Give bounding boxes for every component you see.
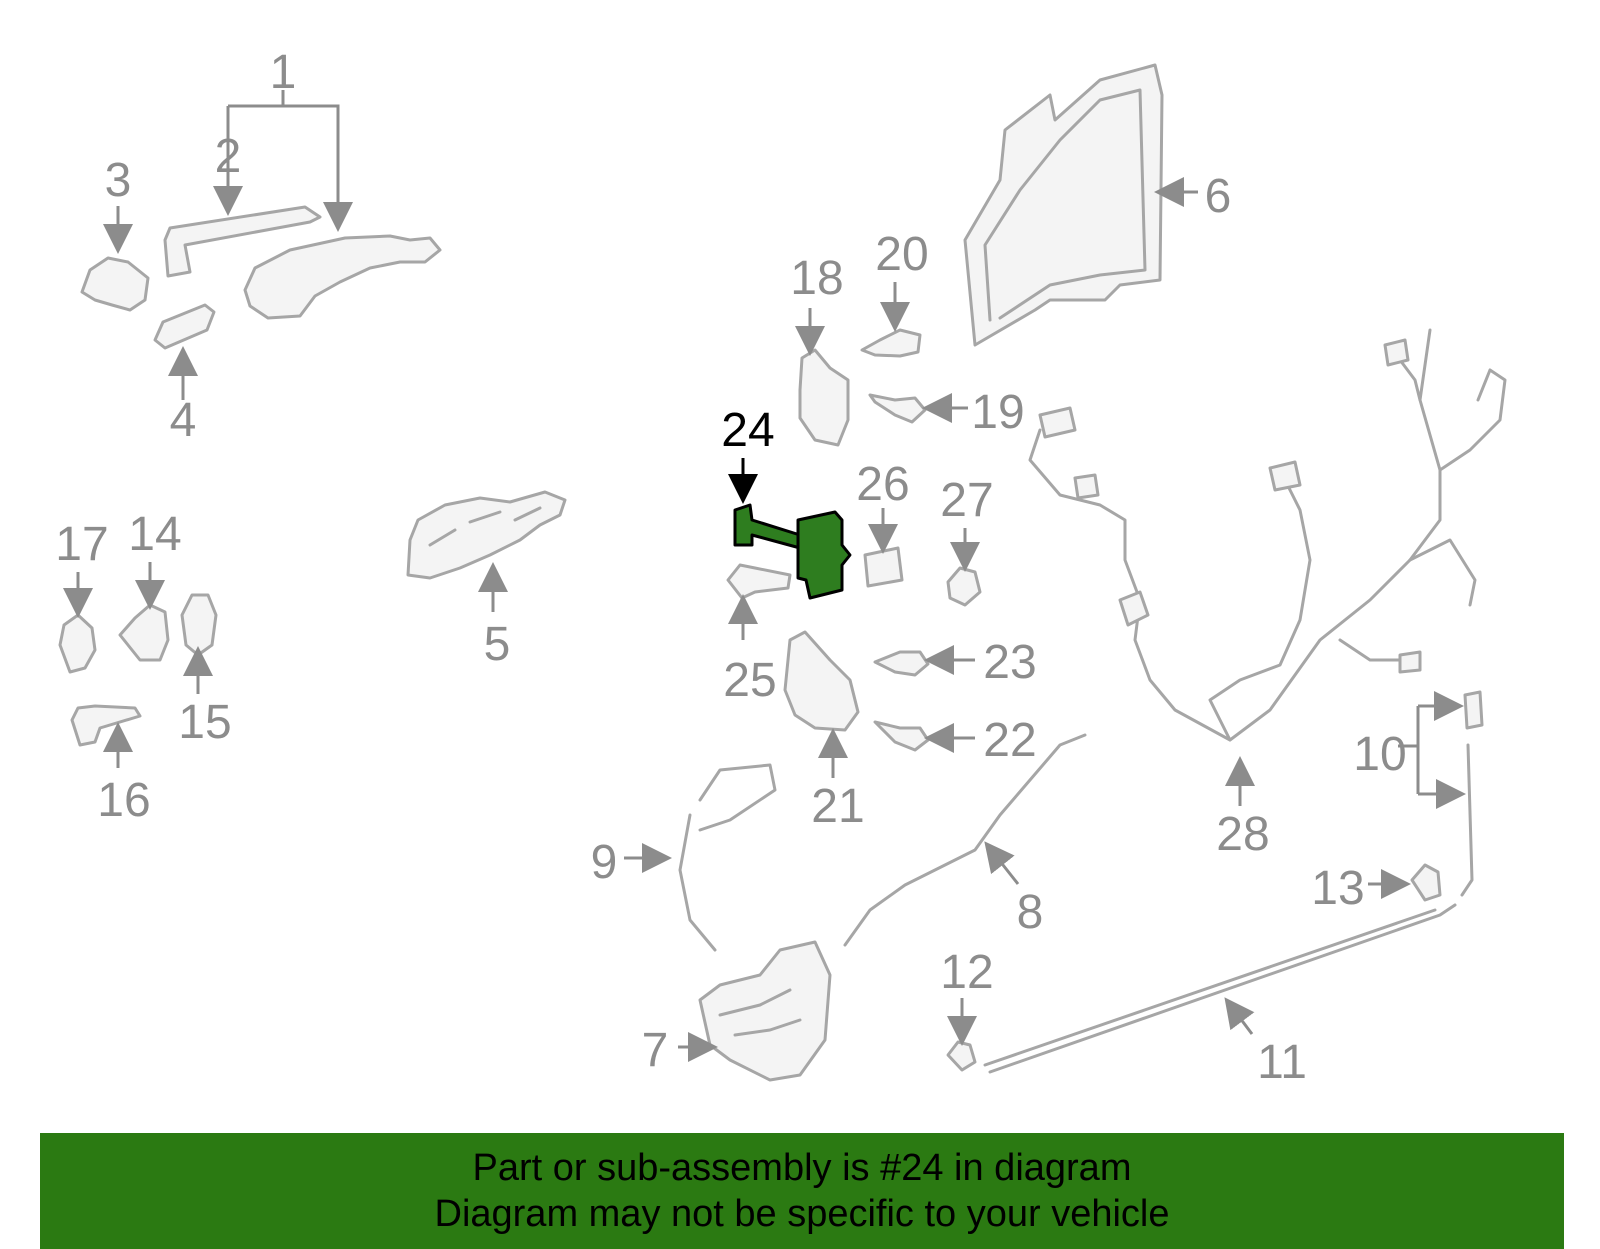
callout-21: 21 bbox=[811, 780, 864, 833]
rod-11 bbox=[988, 903, 1457, 1074]
latch-group bbox=[406, 490, 567, 612]
plate-14 bbox=[118, 603, 170, 662]
window-seal-group bbox=[963, 63, 1198, 347]
callout-15: 15 bbox=[178, 696, 231, 749]
cable-8 bbox=[843, 733, 1087, 947]
handle-part-2 bbox=[163, 205, 322, 278]
callout-11: 11 bbox=[1257, 1036, 1307, 1089]
callout-27: 27 bbox=[940, 474, 993, 527]
bolt-20 bbox=[860, 328, 922, 358]
hinge-lower-21 bbox=[783, 630, 860, 732]
callout-22: 22 bbox=[983, 714, 1036, 767]
hinge-upper-18 bbox=[798, 348, 850, 447]
callout-1: 1 bbox=[270, 46, 297, 99]
window-seal-6 bbox=[963, 63, 1164, 347]
clip-13 bbox=[1410, 863, 1442, 902]
callout-13: 13 bbox=[1311, 862, 1364, 915]
callout-25: 25 bbox=[723, 654, 776, 707]
parts-diagram: 1 2 3 4 5 6 7 8 9 10 11 12 13 14 15 16 1… bbox=[55, 46, 1507, 1089]
handle-pad-4 bbox=[153, 303, 216, 350]
callout-12: 12 bbox=[940, 946, 993, 999]
callout-20: 20 bbox=[875, 228, 928, 281]
banner-line-2: Diagram may not be specific to your vehi… bbox=[434, 1193, 1170, 1235]
callout-7: 7 bbox=[642, 1024, 669, 1077]
callout-5: 5 bbox=[484, 618, 511, 671]
callout-4: 4 bbox=[170, 394, 197, 447]
striker-17 bbox=[58, 613, 97, 674]
callout-9: 9 bbox=[591, 836, 618, 889]
handle-cap-3 bbox=[80, 256, 150, 312]
bolt-22 bbox=[873, 720, 930, 752]
door-check-24 bbox=[728, 458, 852, 600]
nut-12 bbox=[946, 1040, 977, 1072]
callout-19: 19 bbox=[971, 386, 1024, 439]
banner-line-1: Part or sub-assembly is #24 in diagram bbox=[472, 1147, 1132, 1189]
callout-26: 26 bbox=[856, 458, 909, 511]
outer-handle-group bbox=[80, 90, 442, 400]
callout-8: 8 bbox=[1017, 886, 1044, 939]
callout-14: 14 bbox=[128, 508, 181, 561]
callout-2: 2 bbox=[215, 130, 242, 183]
latch-5 bbox=[406, 490, 567, 580]
hinge-group bbox=[726, 282, 982, 778]
callout-24: 24 bbox=[721, 404, 774, 457]
door-check-housing bbox=[796, 510, 852, 600]
handle-part-1 bbox=[243, 234, 442, 320]
callout-6: 6 bbox=[1205, 170, 1232, 223]
callout-labels: 1 2 3 4 5 6 7 8 9 10 11 12 13 14 15 16 1… bbox=[55, 46, 1406, 1089]
wiring-harness-group bbox=[1028, 328, 1507, 806]
callout-16: 16 bbox=[97, 774, 150, 827]
bolt-19 bbox=[868, 393, 927, 424]
callout-17: 17 bbox=[55, 518, 108, 571]
tube-10-lower bbox=[1460, 743, 1474, 897]
lock-7 bbox=[698, 940, 832, 1082]
striker-group bbox=[58, 562, 218, 768]
callout-10: 10 bbox=[1353, 728, 1406, 781]
info-banner: Part or sub-assembly is #24 in diagram D… bbox=[40, 1133, 1564, 1249]
door-check-arm bbox=[733, 503, 802, 550]
harness-28 bbox=[1028, 328, 1442, 742]
callout-28: 28 bbox=[1216, 808, 1269, 861]
callout-3: 3 bbox=[105, 154, 132, 207]
gasket-15 bbox=[180, 593, 218, 657]
callout-23: 23 bbox=[983, 636, 1036, 689]
bolt-23 bbox=[873, 650, 930, 677]
bolt-16 bbox=[70, 704, 142, 747]
nut-27 bbox=[946, 566, 982, 607]
nut-26 bbox=[863, 546, 904, 588]
cable-9 bbox=[678, 763, 777, 952]
bolt-25 bbox=[726, 563, 792, 600]
tube-group bbox=[1368, 690, 1484, 902]
tube-10-upper bbox=[1463, 690, 1484, 730]
lower-door-group bbox=[624, 733, 1457, 1082]
callout-18: 18 bbox=[790, 252, 843, 305]
